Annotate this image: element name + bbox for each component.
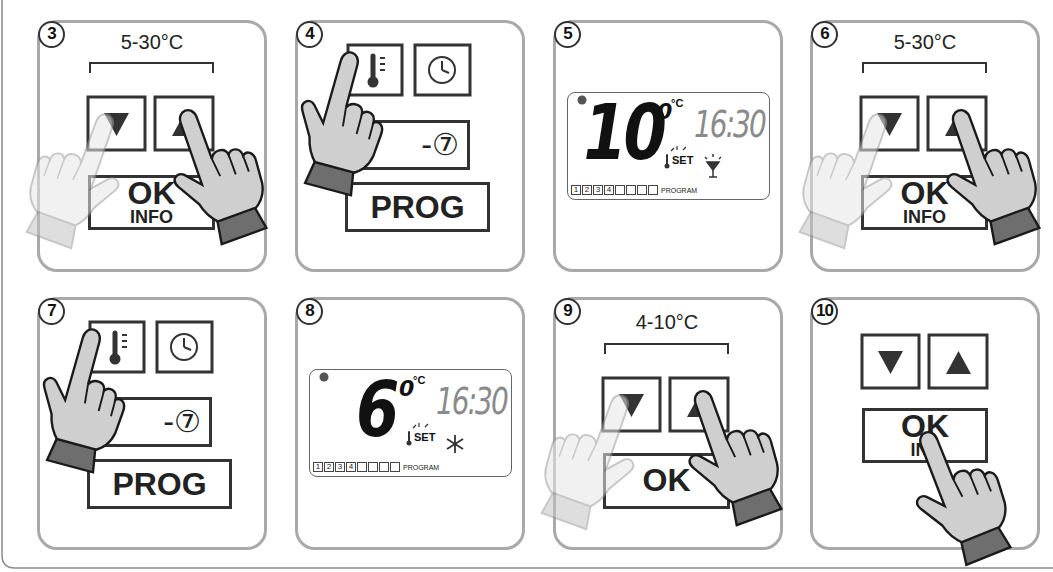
panel-3-art (88, 63, 213, 150)
range-label: 5-30°C (82, 32, 222, 52)
clock-digits: 16:30 (694, 107, 765, 143)
pointing-hand (668, 375, 794, 533)
day-box (390, 462, 400, 472)
range-bracket (605, 344, 728, 354)
button-label: OK (901, 179, 949, 208)
thermo-clock-buttons (90, 322, 212, 372)
day-box (357, 462, 367, 472)
lcd-display: 60°C SET 16:30 1234 PROGRAM (309, 369, 512, 477)
callout-number: 6 (811, 21, 838, 48)
range-label: 5-30°C (855, 32, 995, 52)
pointing-hand (894, 414, 1023, 572)
callout-number: 4 (296, 21, 323, 48)
callout-number: 9 (554, 298, 581, 325)
button-label: OK (901, 412, 949, 441)
range-bracket (863, 63, 986, 73)
day-box (648, 185, 658, 195)
day-number: 4 (346, 462, 356, 472)
day-box (626, 185, 636, 195)
program-label: PROGRAM (403, 464, 439, 471)
clock-digits: 16:30 (436, 384, 507, 420)
set-indicator: SET (414, 432, 435, 443)
snowflake-icon (447, 435, 463, 453)
unit-label: °C (671, 98, 683, 109)
day-box (615, 185, 625, 195)
step-panel: 9OK (553, 297, 783, 550)
ok-button: OKINFO (88, 175, 215, 230)
ghost-hand (529, 379, 655, 537)
day-number: 3 (593, 185, 603, 195)
button-sublabel: INFO (903, 208, 946, 226)
decimal-digit: 0 (399, 378, 414, 400)
temperature-digits: 6 (325, 372, 396, 448)
button-label: -⑦ (163, 407, 201, 437)
panel-10-art (862, 335, 987, 388)
step-panel: 8 60°C SET 16:30 1234 PROGRAM (295, 297, 525, 550)
temperature-digits: 10 (583, 95, 654, 171)
ok-button: OKINF (862, 408, 988, 463)
pointing-hand (926, 94, 1052, 252)
program-label: PROGRAM (661, 187, 697, 194)
prog-button: PROG (345, 182, 490, 232)
day-number: 2 (324, 462, 334, 472)
ok-button: OK (603, 453, 730, 509)
ok-button: OKINFO (861, 175, 988, 230)
button-label: OK (128, 179, 176, 208)
range-bracket (90, 63, 213, 73)
step-panel: 3OKINFO (37, 20, 267, 272)
panel-7-art (90, 322, 212, 372)
mode-button: -⑦ (90, 397, 212, 447)
button-label: PROG (112, 468, 206, 500)
pointing-hand (283, 44, 399, 199)
arrow-buttons (862, 335, 987, 388)
day-number: 1 (571, 185, 581, 195)
day-number: 3 (335, 462, 345, 472)
lcd-display: 100°C SET 16:30 1234 PROGRAM (567, 92, 770, 200)
day-number: 1 (313, 462, 323, 472)
ghost-hand (14, 98, 140, 256)
day-row: 1234 PROGRAM (313, 462, 439, 472)
button-label: PROG (370, 191, 464, 223)
panel-9-art (603, 344, 728, 431)
pointing-hand (153, 94, 279, 252)
day-box (368, 462, 378, 472)
decimal-digit: 0 (657, 101, 672, 123)
comfort-icon (705, 154, 721, 177)
callout-number: 10 (811, 298, 838, 325)
callout-number: 8 (296, 298, 323, 325)
panel-6-art (861, 63, 986, 150)
pointing-hand (25, 321, 141, 476)
day-box (637, 185, 647, 195)
panel-4-art (348, 45, 470, 95)
button-label: -⑦ (421, 130, 459, 160)
prog-button: PROG (87, 459, 232, 509)
arrow-buttons (88, 97, 213, 150)
day-row: 1234 PROGRAM (571, 185, 697, 195)
day-box (379, 462, 389, 472)
thermo-clock-buttons (348, 45, 470, 95)
step-panel: 7 -⑦ PROG (37, 297, 267, 550)
day-number: 4 (604, 185, 614, 195)
unit-label: °C (413, 375, 425, 386)
callout-number: 7 (38, 298, 65, 325)
callout-number: 3 (38, 21, 65, 48)
arrow-buttons (603, 378, 728, 431)
button-sublabel: INF (911, 441, 940, 459)
range-label: 4-10°C (597, 312, 737, 332)
ghost-hand (787, 98, 913, 256)
arrow-buttons (861, 97, 986, 150)
mode-button: -⑦ (348, 120, 470, 170)
callout-number: 5 (554, 21, 581, 48)
step-panel: 6OKINFO (810, 20, 1040, 272)
day-number: 2 (582, 185, 592, 195)
step-panel: 10OKINF (810, 297, 1040, 550)
step-panel: 4 -⑦ PROG (295, 20, 525, 272)
set-indicator: SET (672, 155, 693, 166)
button-label: OK (643, 466, 691, 495)
button-sublabel: INFO (130, 208, 173, 226)
step-panel: 5 100°C SET 16:30 1234 PROGRAM (553, 20, 783, 272)
